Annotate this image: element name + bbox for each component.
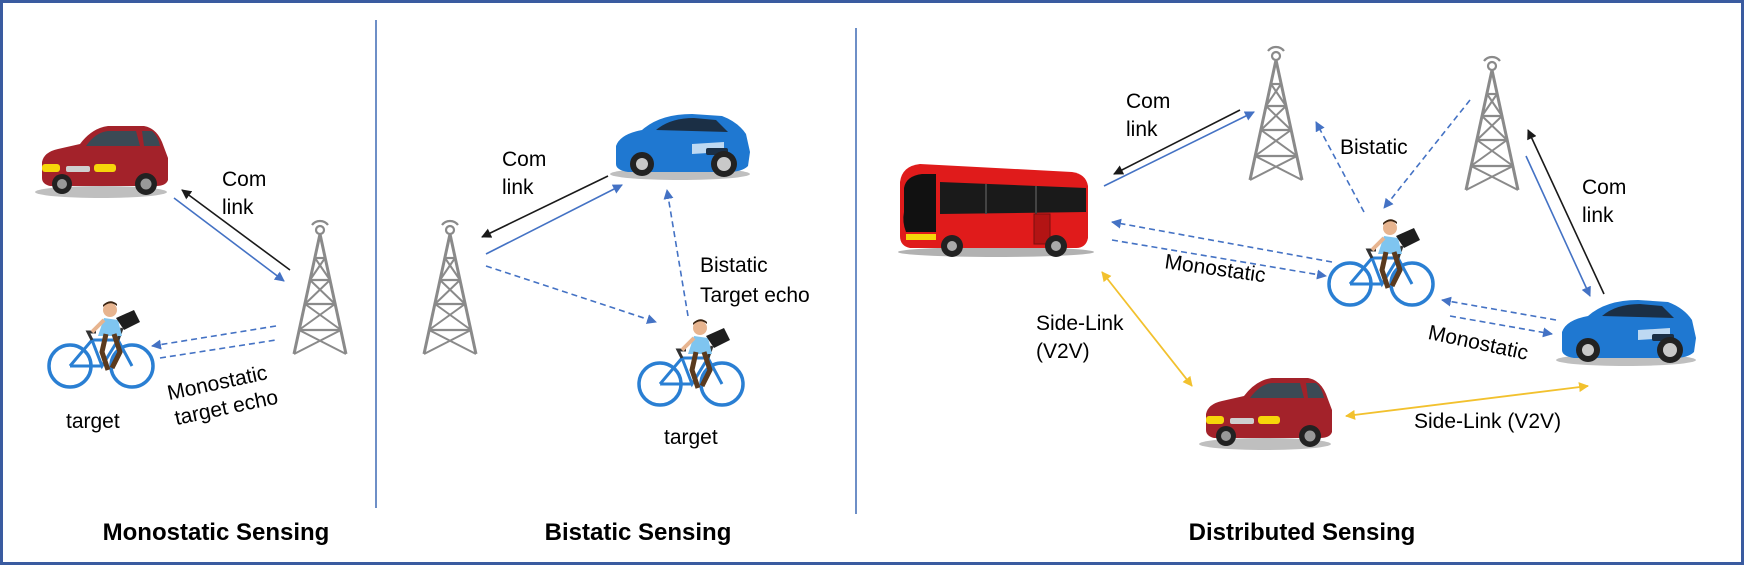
com-link-uplink-arrow — [1103, 111, 1255, 187]
com-label: Com — [502, 148, 546, 171]
monostatic-label: Monostatic — [1163, 250, 1267, 287]
sidelink-label: Side-Link (V2V) — [1414, 410, 1561, 433]
monostatic-arrow — [1111, 218, 1333, 263]
link-label: link — [1582, 204, 1614, 227]
bistatic-panel: Com link Bistatic Target echo target Bis… — [422, 114, 810, 546]
target-label: target — [664, 426, 718, 449]
blue-car-icon — [610, 114, 750, 180]
cyclist-icon — [49, 301, 153, 387]
com-link-uplink-arrow — [485, 184, 623, 255]
bistatic-arrow — [1383, 99, 1471, 209]
sidelink-arrow — [1345, 382, 1589, 420]
monostatic-arrow — [1441, 296, 1557, 321]
distributed-panel: Com link Bistatic Com link Monostatic Mo… — [897, 45, 1696, 546]
sidelink-arrow — [1101, 271, 1193, 387]
com-link-downlink-arrow — [181, 189, 291, 271]
cell-tower-icon — [1248, 45, 1304, 182]
bistatic-label: Bistatic — [700, 254, 768, 277]
link-label: link — [222, 196, 254, 219]
panel-title-distributed: Distributed Sensing — [1189, 519, 1416, 546]
target-echo-label: Target echo — [700, 284, 810, 307]
cyclist-icon — [639, 319, 743, 405]
panel-title-bistatic: Bistatic Sensing — [545, 519, 732, 546]
cell-tower-icon — [292, 219, 348, 356]
monostatic-panel: Com link Monostatic target echo target M… — [35, 126, 348, 546]
link-label: link — [502, 176, 534, 199]
sidelink-label: (V2V) — [1036, 340, 1090, 363]
echo-arrow — [151, 325, 277, 350]
cell-tower-icon — [422, 219, 478, 356]
panel-title-monostatic: Monostatic Sensing — [103, 519, 330, 546]
com-link-downlink-arrow — [1527, 129, 1605, 295]
target-label: target — [66, 410, 120, 433]
com-link-downlink-arrow — [481, 175, 609, 238]
bistatic-arrow — [1315, 121, 1365, 213]
sensing-tx-arrow — [485, 265, 657, 324]
com-link-uplink-arrow — [173, 197, 285, 282]
red-car-icon — [1199, 378, 1332, 450]
com-label: Com — [1126, 90, 1170, 113]
monostatic-arrow — [1449, 315, 1553, 338]
red-bus-icon — [897, 163, 1095, 258]
bistatic-label: Bistatic — [1340, 136, 1408, 159]
link-label: link — [1126, 118, 1158, 141]
red-car-icon — [35, 126, 168, 198]
cyclist-icon — [1329, 219, 1433, 305]
blue-car-icon — [1556, 300, 1696, 366]
com-label: Com — [1582, 176, 1626, 199]
com-link-uplink-arrow — [1525, 155, 1591, 297]
bistatic-echo-arrow — [663, 189, 689, 317]
sidelink-label: Side-Link — [1036, 312, 1124, 335]
com-label: Com — [222, 168, 266, 191]
monostatic-arrow — [1111, 239, 1327, 280]
com-link-downlink-arrow — [1113, 109, 1241, 175]
cell-tower-icon — [1464, 55, 1520, 192]
